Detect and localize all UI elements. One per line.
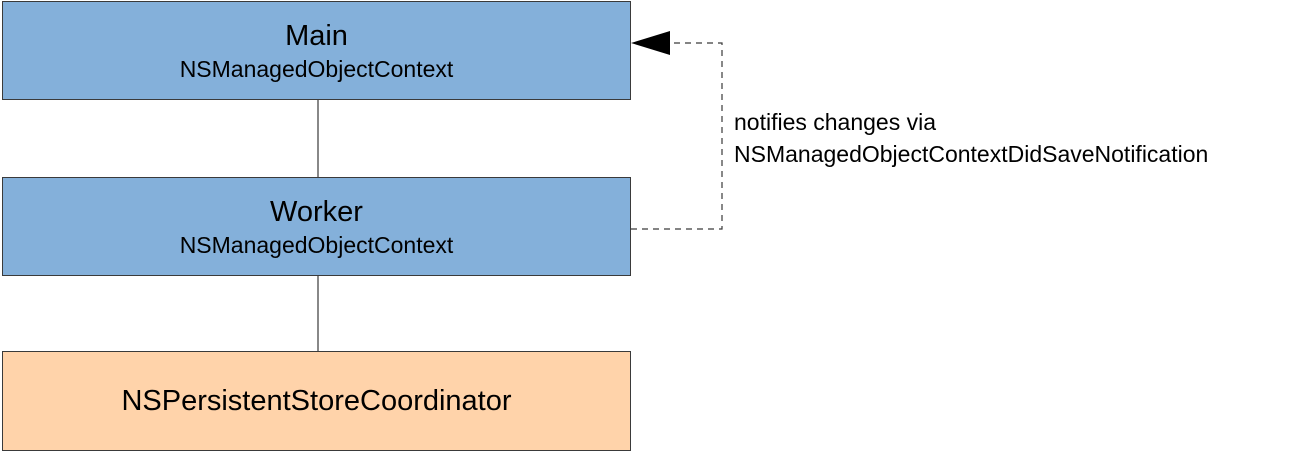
main-context-box[interactable]: Main NSManagedObjectContext [2,1,631,100]
notification-label-line1: notifies changes via [734,109,937,135]
main-context-subtitle: NSManagedObjectContext [179,55,454,82]
worker-context-title: Worker [270,195,363,228]
worker-context-box[interactable]: Worker NSManagedObjectContext [2,177,631,276]
worker-context-subtitle: NSManagedObjectContext [179,231,454,258]
notification-dashed-line [631,42,723,230]
persistent-store-coordinator-box[interactable]: NSPersistentStoreCoordinator [2,351,631,451]
notification-label-line2: NSManagedObjectContextDidSaveNotificatio… [734,141,1209,167]
notification-label: notifies changes via NSManagedObjectCont… [734,106,1208,170]
notification-arrowhead-icon [631,31,670,55]
persistent-store-coordinator-title: NSPersistentStoreCoordinator [121,385,512,417]
main-context-title: Main [285,19,348,52]
